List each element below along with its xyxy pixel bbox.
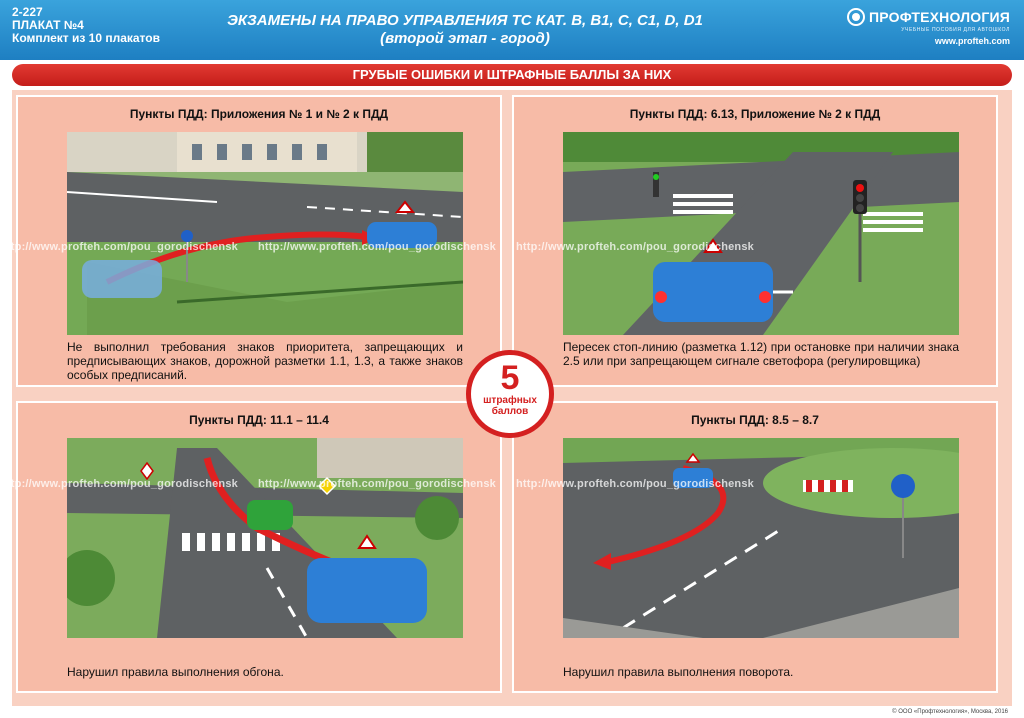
scene-illustration [563, 132, 959, 335]
title-line-2: (второй этап - город) [380, 30, 550, 47]
brand-name: ПРОФТЕХНОЛОГИЯ [869, 9, 1010, 25]
card-title: Пункты ПДД: 11.1 – 11.4 [189, 413, 329, 427]
page-title: ЭКЗАМЕНЫ НА ПРАВО УПРАВЛЕНИЯ ТС КАТ. B, … [190, 12, 740, 48]
brand-url: www.profteh.com [934, 36, 1010, 46]
poster-number: ПЛАКАТ №4 [12, 18, 84, 32]
card-text: Нарушил правила выполнения поворота. [563, 665, 794, 679]
title-line-1: ЭКЗАМЕНЫ НА ПРАВО УПРАВЛЕНИЯ ТС КАТ. B, … [227, 12, 703, 29]
penalty-number: 5 [500, 359, 520, 397]
card-stop-line: Пункты ПДД: 6.13, Приложение № 2 к ПДД П… [512, 95, 998, 387]
card-text: Не выполнил требования знаков приоритета… [67, 340, 463, 382]
poster-info: 2-227 ПЛАКАТ №4 Комплект из 10 плакатов [12, 6, 160, 45]
watermark-text: http://www.profteh.com/pou_gorodischensk [0, 241, 238, 253]
brand-subtitle: УЧЕБНЫЕ ПОСОБИЯ ДЛЯ АВТОШКОЛ [901, 27, 1010, 33]
scene-illustration [67, 132, 463, 335]
watermark-text: http://www.profteh.com/pou_gorodischensk [516, 241, 754, 253]
card-title: Пункты ПДД: Приложения № 1 и № 2 к ПДД [129, 107, 389, 121]
card-title: Пункты ПДД: 8.5 – 8.7 [691, 413, 819, 427]
brand-logo-icon [847, 8, 866, 26]
watermark-text: http://www.profteh.com/pou_gorodischensk [258, 478, 496, 490]
scene-illustration [563, 438, 959, 638]
watermark-text: http://www.profteh.com/pou_gorodischensk [0, 478, 238, 490]
brand: ПРОФТЕХНОЛОГИЯ УЧЕБНЫЕ ПОСОБИЯ ДЛЯ АВТОШ… [847, 8, 1010, 46]
poster-code: 2-227 [12, 5, 43, 19]
watermark-text: http://www.profteh.com/pou_gorodischensk [516, 478, 754, 490]
card-title: Пункты ПДД: 6.13, Приложение № 2 к ПДД [629, 107, 881, 121]
watermark-row: http://www.profteh.com/pou_gorodischensk… [0, 478, 1024, 490]
watermark-row: http://www.profteh.com/pou_gorodischensk… [0, 241, 1024, 253]
card-turning: Пункты ПДД: 8.5 – 8.7 Нарушил правила вы… [512, 401, 998, 693]
penalty-badge: 5 штрафных баллов [466, 350, 554, 438]
card-text: Пересек стоп-линию (разметка 1.12) при о… [563, 340, 959, 368]
poster-set: Комплект из 10 плакатов [12, 31, 160, 45]
copyright: © ООО «Профтехнология», Москва, 2016 [892, 709, 1008, 715]
header: 2-227 ПЛАКАТ №4 Комплект из 10 плакатов … [0, 0, 1024, 60]
section-banner: ГРУБЫЕ ОШИБКИ И ШТРАФНЫЕ БАЛЛЫ ЗА НИХ [12, 64, 1012, 86]
penalty-label-2: баллов [491, 406, 529, 417]
penalty-label-1: штрафных [483, 395, 537, 406]
card-text: Нарушил правила выполнения обгона. [67, 665, 284, 679]
scene-illustration [67, 438, 463, 638]
watermark-text: http://www.profteh.com/pou_gorodischensk [258, 241, 496, 253]
card-overtaking: Пункты ПДД: 11.1 – 11.4 Нарушил правила … [16, 401, 502, 693]
card-signs-markings: Пункты ПДД: Приложения № 1 и № 2 к ПДД Н… [16, 95, 502, 387]
